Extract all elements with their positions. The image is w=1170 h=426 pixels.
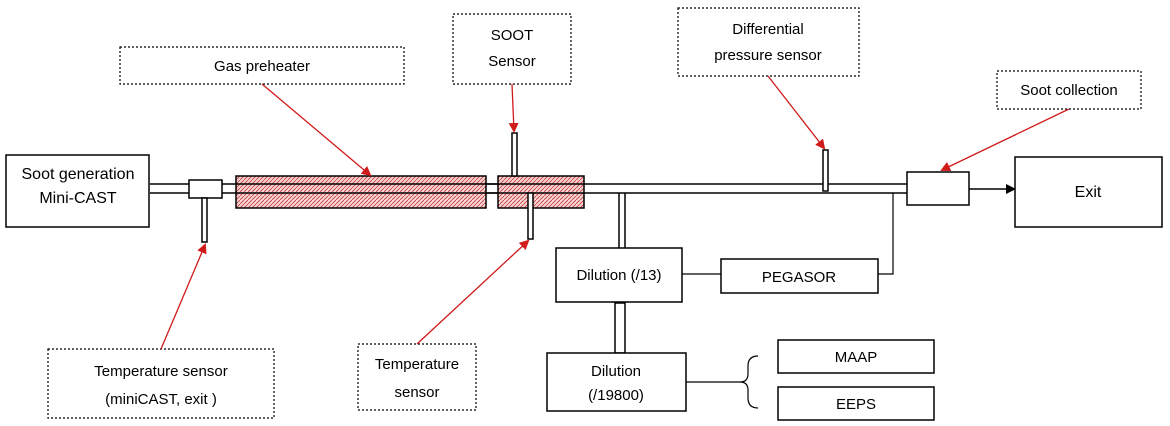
- connector-fitting: [188, 179, 223, 199]
- soot-sensor-label: SOOT Sensor: [452, 13, 572, 85]
- differential-pressure-label: Differential pressure sensor: [677, 7, 860, 77]
- svg-text:Soot collection: Soot collection: [1020, 82, 1118, 99]
- svg-text:(miniCAST, exit ): (miniCAST, exit ): [105, 391, 217, 408]
- soot-collection-label: Soot collection: [996, 70, 1142, 110]
- dilution-13-box: Dilution (/13): [555, 247, 683, 303]
- arrow-soot-collection: [940, 108, 1070, 172]
- svg-text:Dilution: Dilution: [591, 363, 641, 380]
- pegasor-box: PEGASOR: [720, 258, 879, 294]
- arrow-gas-preheater: [261, 83, 372, 177]
- svg-text:MAAP: MAAP: [835, 349, 878, 366]
- svg-text:Soot generation: Soot generation: [22, 166, 135, 183]
- temperature-probe-mid: [527, 192, 534, 240]
- svg-text:EEPS: EEPS: [836, 396, 876, 413]
- arrow-soot-sensor: [508, 83, 519, 133]
- gas-preheater-section-1: [235, 175, 487, 209]
- dilution-branch-pipe: [618, 193, 626, 248]
- svg-text:Differential: Differential: [732, 21, 803, 38]
- arrow-temperature-mid: [416, 239, 530, 345]
- maap-box: MAAP: [777, 339, 935, 374]
- svg-text:SOOT: SOOT: [491, 27, 534, 44]
- svg-text:pressure sensor: pressure sensor: [714, 47, 822, 64]
- branch-brace: [739, 355, 759, 409]
- dilution-19800-box: Dilution (/19800): [546, 352, 687, 412]
- svg-text:Exit: Exit: [1075, 184, 1102, 201]
- eeps-box: EEPS: [777, 386, 935, 421]
- gas-preheater-section-2: [497, 175, 585, 209]
- dilution-link-pipe: [614, 302, 626, 354]
- pegasor-return-line: [878, 193, 894, 275]
- svg-text:sensor: sensor: [394, 384, 439, 401]
- soot-collection-box: [906, 171, 970, 206]
- temperature-sensor-left-label: Temperature sensor (miniCAST, exit ): [47, 348, 275, 419]
- temperature-probe-left: [201, 197, 208, 243]
- soot-sensor-probe: [511, 132, 518, 177]
- differential-pressure-probe: [822, 149, 829, 192]
- arrow-temperature-left: [160, 243, 207, 350]
- arrow-differential-pressure: [767, 75, 826, 150]
- exit-box: Exit: [1014, 156, 1163, 228]
- svg-text:PEGASOR: PEGASOR: [762, 269, 836, 286]
- svg-text:Temperature sensor: Temperature sensor: [94, 363, 227, 380]
- svg-text:(/19800): (/19800): [588, 387, 644, 404]
- svg-text:Sensor: Sensor: [488, 53, 536, 70]
- svg-text:Gas preheater: Gas preheater: [214, 58, 310, 75]
- soot-generation-box: Soot generation Mini-CAST: [5, 154, 150, 228]
- gas-preheater-label: Gas preheater: [119, 46, 405, 85]
- svg-text:Mini-CAST: Mini-CAST: [39, 190, 117, 207]
- svg-text:Temperature: Temperature: [375, 356, 459, 373]
- temperature-sensor-mid-label: Temperature sensor: [357, 343, 477, 411]
- svg-text:Dilution (/13): Dilution (/13): [576, 267, 661, 284]
